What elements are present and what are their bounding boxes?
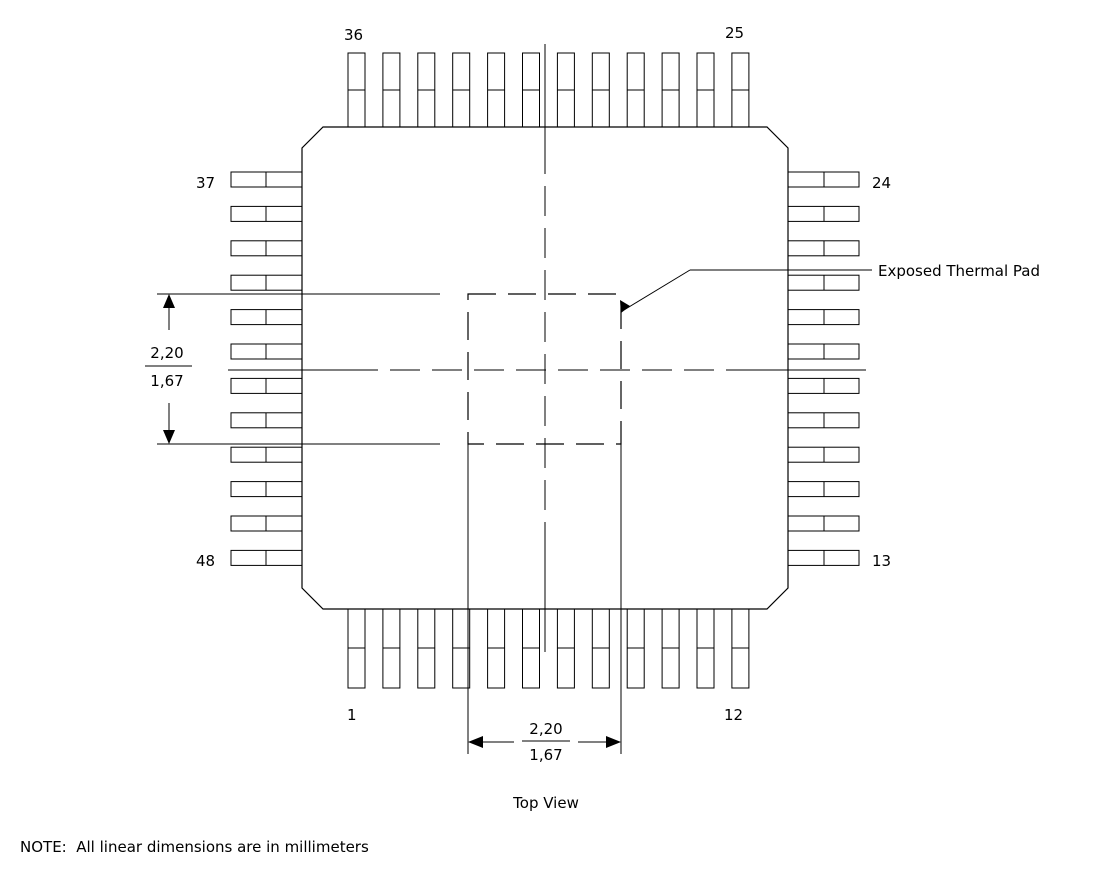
- pin-label-12: 12: [724, 706, 743, 724]
- dim-horizontal-min: 1,67: [529, 746, 562, 764]
- pin-group: [230, 52, 860, 689]
- dim-arrow-down: [163, 430, 175, 444]
- callout-arrow: [620, 300, 630, 313]
- dim-arrow-up: [163, 294, 175, 308]
- pin-label-1: 1: [347, 706, 357, 724]
- pin-label-24: 24: [872, 174, 891, 192]
- dim-arrow-right: [606, 736, 621, 748]
- vertical-dimension: 2,20 1,67: [145, 293, 440, 445]
- dimension-note: NOTE: All linear dimensions are in milli…: [20, 838, 369, 856]
- horizontal-dimension: 2,20 1,67: [467, 444, 622, 764]
- dim-vertical-max: 2,20: [150, 344, 183, 362]
- pin-label-36: 36: [344, 26, 363, 44]
- callout-label: Exposed Thermal Pad: [878, 262, 1040, 280]
- dim-vertical-min: 1,67: [150, 372, 183, 390]
- view-label: Top View: [512, 794, 579, 812]
- pin-label-13: 13: [872, 552, 891, 570]
- dim-arrow-left: [468, 736, 483, 748]
- pin-label-37: 37: [196, 174, 215, 192]
- dim-horizontal-max: 2,20: [529, 720, 562, 738]
- pin-label-48: 48: [196, 552, 215, 570]
- pin-label-25: 25: [725, 24, 744, 42]
- thermal-pad-callout: Exposed Thermal Pad: [620, 262, 1040, 313]
- thermal-pad-outline: [467, 293, 622, 445]
